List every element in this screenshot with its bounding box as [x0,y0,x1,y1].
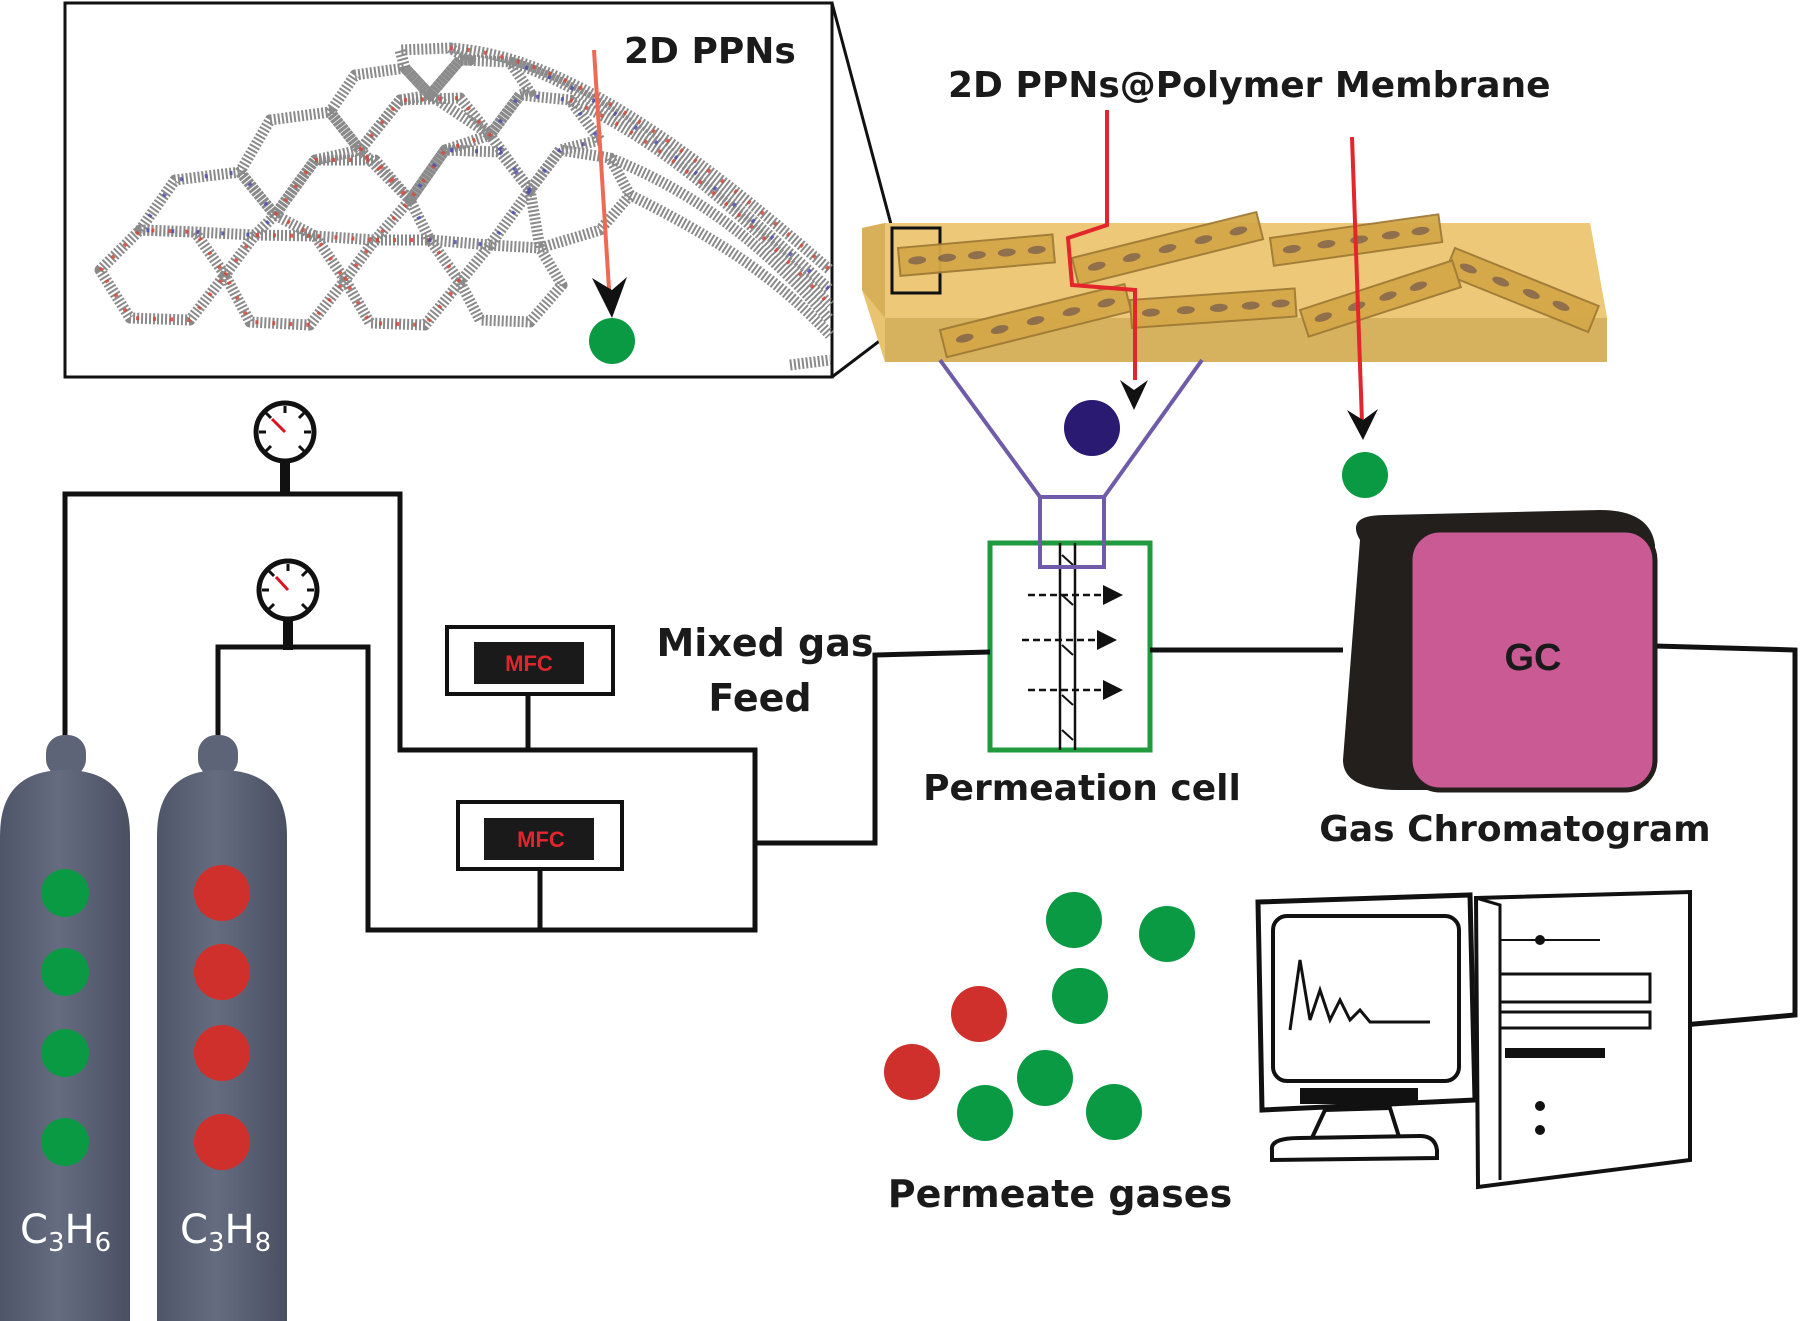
permeate-molecule [1086,1084,1142,1140]
propane-molecule [194,1025,250,1081]
permeate-molecule [957,1085,1013,1141]
blocked-molecule [1064,400,1120,456]
piping [62,460,1798,1028]
permeated-molecule [1342,452,1388,498]
propylene-molecule [41,948,89,996]
tortuous-arrowhead-icon [1120,380,1148,410]
permeate-molecule [1052,968,1108,1024]
gauge-needle-icon [274,575,290,592]
propylene-molecules [41,869,89,1166]
ppn-inset-label: 2D PPNs [624,31,796,72]
zoom-line-top [830,2,894,229]
propylene-molecule [41,1029,89,1077]
straight-path-arrow [1350,136,1364,423]
cylinder-propylene-formula: C3H6 [20,1207,111,1258]
permeate-gases: Permeate gases [884,892,1232,1216]
feed-label-line2: Feed [708,676,811,720]
monitor-stand [1269,1133,1439,1163]
gc-front-panel [1407,527,1658,793]
cylinder-propane-formula: C3H8 [180,1207,271,1258]
mfc-bottom-label: MFC [517,827,565,852]
permeate-gases-label: Permeate gases [888,1172,1232,1216]
mfc-top: MFC [445,625,615,696]
permeate-molecule [951,986,1007,1042]
straight-arrowhead-icon [1347,409,1378,440]
membrane-funnel [938,358,1204,569]
ppn-inset: 2D PPNs [63,1,941,379]
monitor-screen [1271,914,1461,1083]
propylene-molecule [41,869,89,917]
cylinder-propane: C3H8 [157,735,287,1321]
permeate-molecule [1046,892,1102,948]
propane-molecule [194,944,250,1000]
gas-chromatograph: GC Gas Chromatogram [1319,510,1711,850]
permeation-cell: Permeation cell [923,495,1241,809]
permeation-cell-box [987,540,1153,753]
gauge-needle-icon [270,417,287,434]
inset-arrowhead-icon [592,277,627,318]
inset-propylene-molecule [589,318,635,364]
ppn-honeycomb-network [94,42,835,371]
propane-molecule [194,1114,250,1170]
mfc-top-label: MFC [505,651,553,676]
propylene-molecule [41,1118,89,1166]
ppn-flakes [896,210,1601,359]
gc-label: GC [1505,637,1562,679]
mfc-bottom: MFC [456,800,624,871]
permeate-molecule [884,1044,940,1100]
pressure-gauge-bottom [256,558,320,622]
chromatogram-trace-icon [1288,959,1430,1031]
membrane-label: 2D PPNs@Polymer Membrane [948,65,1551,106]
pressure-gauge-top [253,400,317,464]
feed-label-line1: Mixed gas [656,621,873,665]
propane-molecules [194,865,250,1170]
computer-tower [1473,889,1692,1190]
inset-permeation-arrow [592,49,612,306]
cylinder-propylene: C3H6 [0,735,130,1321]
computer [1255,889,1692,1190]
permeation-cell-label: Permeation cell [923,768,1241,809]
permeate-molecule [1017,1050,1073,1106]
membrane: 2D PPNs@Polymer Membrane [862,65,1607,569]
permeate-molecule [1139,906,1195,962]
propane-molecule [194,865,250,921]
gas-chromatogram-label: Gas Chromatogram [1319,809,1710,850]
tortuous-path-arrow [1065,110,1137,380]
